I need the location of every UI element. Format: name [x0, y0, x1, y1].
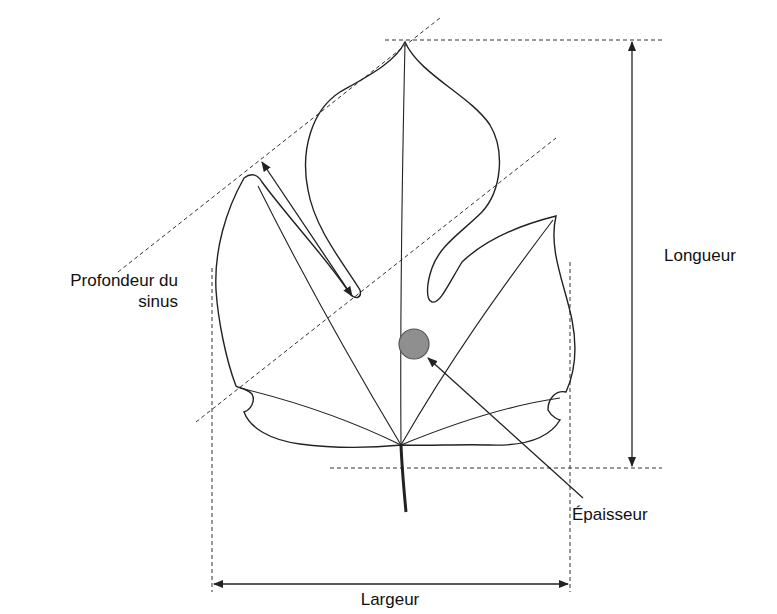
dimension-label: Profondeur du sinus [28, 270, 178, 313]
dimension-label: Largeur [330, 589, 450, 610]
dimension-arrows [214, 42, 632, 584]
leaf-outline [216, 42, 575, 447]
dimension-label: Longueur [664, 245, 769, 266]
thickness-point [399, 329, 429, 359]
measure-label: Épaisseur [572, 504, 682, 525]
leaf-veins [240, 44, 560, 512]
